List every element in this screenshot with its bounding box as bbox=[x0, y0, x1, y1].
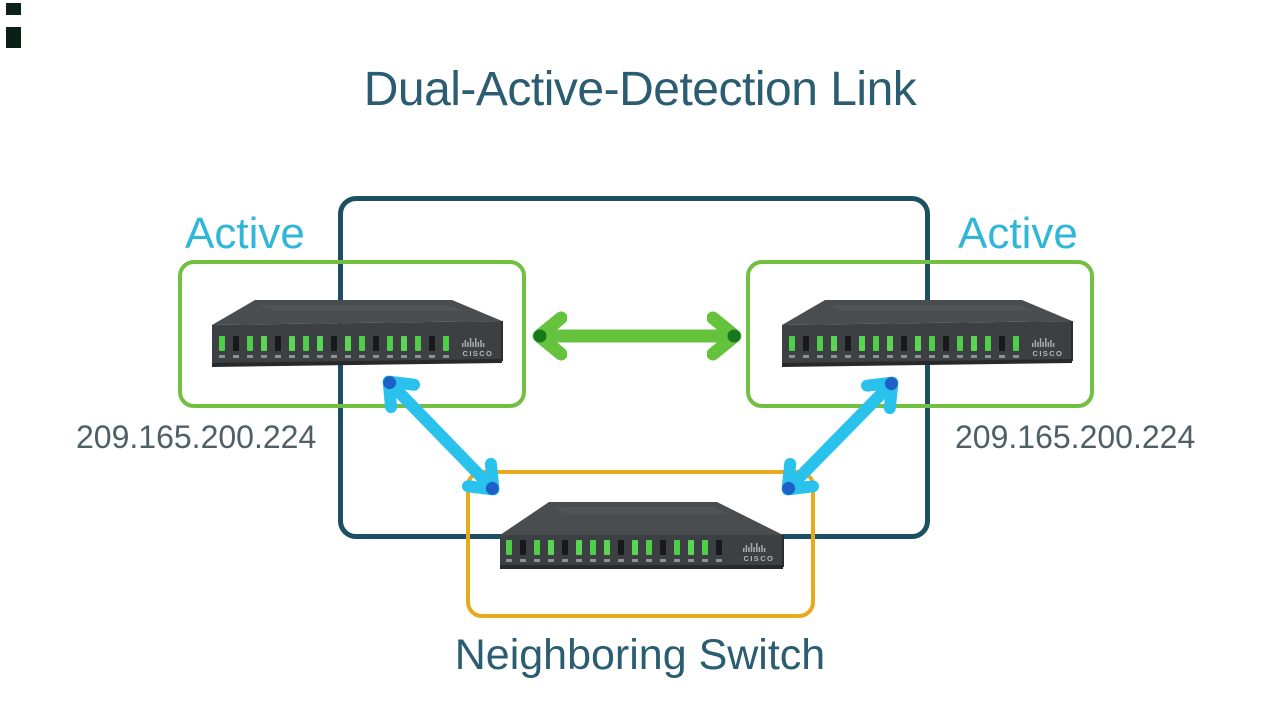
neighbor-switch-label: Neighboring Switch bbox=[454, 631, 826, 679]
diagram-title: Dual-Active-Detection Link bbox=[363, 63, 917, 116]
active-switch-box-right bbox=[746, 260, 1094, 408]
active-label-right: Active bbox=[958, 209, 1078, 258]
neighbor-switch-box bbox=[466, 470, 815, 618]
corner-artifact-bottom bbox=[6, 27, 21, 48]
active-label-left: Active bbox=[185, 209, 305, 258]
ip-address-right: 209.165.200.224 bbox=[955, 419, 1196, 455]
active-switch-box-left bbox=[178, 260, 526, 408]
corner-artifact-top bbox=[6, 3, 21, 15]
ip-address-left: 209.165.200.224 bbox=[76, 419, 317, 455]
